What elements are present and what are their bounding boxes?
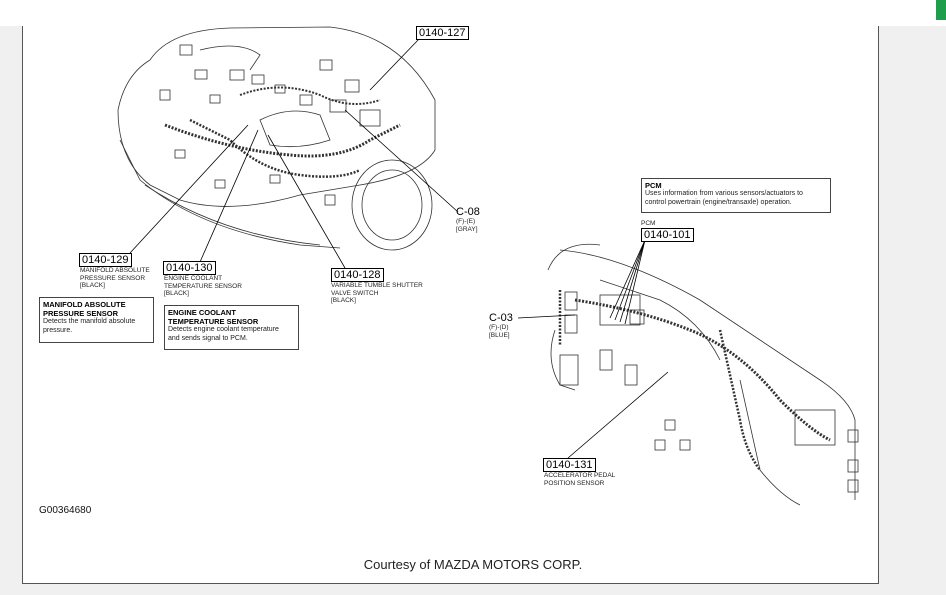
connector-desc-129: MANIFOLD ABSOLUTE PRESSURE SENSOR [BLACK… [80, 267, 150, 289]
connector-code-130: 0140-130 [163, 261, 216, 275]
side-tab[interactable] [936, 0, 946, 20]
callout-ect-text: Detects engine coolant temperature and s… [168, 326, 279, 342]
connector-desc-131: ACCELERATOR PEDAL POSITION SENSOR [544, 472, 616, 487]
leader-101d [624, 239, 646, 325]
ref-c03-desc: (F)-(D) [BLUE] [489, 324, 510, 339]
callout-pcm-text: Uses information from various sensors/ac… [645, 190, 803, 206]
connector-desc-128: VARIABLE TUMBLE SHUTTER VALVE SWITCH [BL… [331, 282, 423, 304]
callout-map-text: Detects the manifold absolute pressure. [43, 318, 136, 334]
ref-c03-code: C-03 [489, 312, 513, 324]
connector-desc-130: ENGINE COOLANT TEMPERATURE SENSOR [BLACK… [164, 275, 242, 297]
ref-c08-code: C-08 [456, 206, 480, 218]
callout-pcm-title: PCM [645, 181, 662, 190]
callout-map-title: MANIFOLD ABSOLUTE PRESSURE SENSOR [43, 300, 126, 318]
leader-101a [609, 239, 646, 319]
leader-101c [619, 239, 646, 323]
engine-bay-outline [117, 26, 436, 207]
connector-code-128: 0140-128 [331, 268, 384, 282]
hood-edge [119, 139, 341, 249]
connector-code-101: 0140-101 [641, 228, 694, 242]
leader-127 [369, 37, 421, 91]
engine-harness [164, 123, 401, 158]
ref-c08-desc: (F)-(E) [GRAY] [456, 218, 478, 233]
leader-130 [199, 129, 259, 263]
leader-101b [614, 239, 646, 321]
callout-ect-sensor: ENGINE COOLANT TEMPERATURE SENSOR Detect… [164, 305, 299, 350]
top-bar [0, 0, 946, 26]
dashboard-outline [559, 249, 856, 500]
connector-code-127: 0140-127 [416, 26, 469, 40]
bumper-line [144, 184, 321, 246]
leader-131 [567, 371, 669, 459]
callout-map-sensor: MANIFOLD ABSOLUTE PRESSURE SENSOR Detect… [39, 297, 154, 343]
leader-128 [267, 134, 346, 269]
dash-harness [574, 298, 831, 442]
courtesy-caption: Courtesy of MAZDA MOTORS CORP. [363, 557, 583, 572]
leader-c03 [517, 314, 576, 319]
callout-pcm: PCM Uses information from various sensor… [641, 178, 831, 213]
front-wheel [351, 159, 433, 251]
callout-ect-title: ENGINE COOLANT TEMPERATURE SENSOR [168, 308, 259, 326]
pcm-connector-label: PCM [641, 220, 656, 227]
connector-code-131: 0140-131 [543, 458, 596, 472]
leader-c08 [344, 109, 459, 213]
connector-code-129: 0140-129 [79, 253, 132, 267]
figure-id: G00364680 [39, 505, 92, 516]
leader-129 [129, 124, 249, 254]
